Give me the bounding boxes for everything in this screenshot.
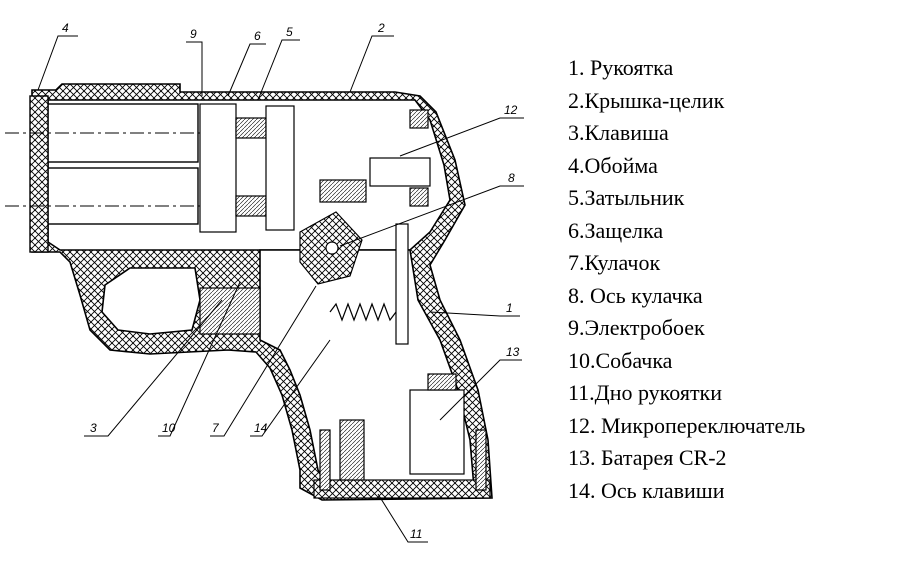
trigger-key	[199, 287, 261, 335]
battery-spring	[427, 373, 457, 391]
striker-upper	[235, 117, 267, 139]
vertical-rod	[395, 223, 409, 345]
legend-item: 6.Защелка	[568, 217, 664, 243]
parts-legend: 1. Рукоятка 2.Крышка-целик 3.Клавиша 4.О…	[568, 52, 908, 507]
legend-item: 2.Крышка-целик	[568, 87, 725, 113]
callout-12: 12	[504, 103, 518, 117]
legend-item: 14. Ось клавиши	[568, 477, 725, 503]
callout-14: 14	[254, 421, 268, 435]
callout-numbers: 4 9 6 5 2 12 8 1 13 3 10 7 14 11	[62, 21, 520, 541]
leader-9	[186, 41, 203, 96]
spring	[329, 302, 397, 322]
callout-7: 7	[212, 421, 220, 435]
clip-block	[339, 419, 365, 481]
legend-item: 8. Ось кулачка	[568, 282, 703, 308]
screw-right	[475, 429, 487, 491]
callout-5: 5	[286, 25, 293, 39]
microswitch	[369, 157, 431, 187]
callout-11: 11	[410, 527, 422, 541]
back-plate	[265, 105, 295, 231]
breech-block	[199, 103, 237, 233]
leader-10	[158, 281, 241, 437]
legend-item: 7.Кулачок	[568, 250, 661, 275]
legend-item: 4.Обойма	[568, 152, 658, 178]
callout-13: 13	[506, 345, 520, 359]
leader-6	[227, 43, 266, 97]
legend-item: 13. Батарея CR-2	[568, 445, 727, 470]
callout-4: 4	[62, 21, 69, 35]
legend-item: 11.Дно рукоятки	[568, 380, 723, 405]
lower-barrel	[47, 167, 199, 225]
leader-3	[84, 299, 223, 437]
callout-1: 1	[506, 301, 513, 315]
screw-left	[319, 429, 331, 491]
legend-item: 12. Микропереключатель	[568, 412, 806, 438]
legend-item: 5.Затыльник	[568, 185, 685, 210]
cam-axis	[325, 241, 339, 255]
handle-bottom	[313, 479, 491, 499]
callout-3: 3	[90, 421, 97, 435]
leader-4	[37, 35, 78, 91]
leader-13	[439, 359, 522, 421]
leader-8	[339, 185, 524, 247]
leader-2	[349, 35, 394, 93]
leader-lines	[37, 35, 524, 543]
callout-10: 10	[162, 421, 176, 435]
legend-item: 1. Рукоятка	[568, 55, 674, 80]
battery	[409, 389, 465, 475]
legend-item: 3.Клавиша	[568, 120, 669, 145]
barrels	[5, 95, 210, 253]
callout-6: 6	[254, 29, 261, 43]
pawl	[319, 179, 367, 203]
mechanism	[199, 103, 491, 499]
switch-contact-lower	[409, 187, 429, 207]
callout-9: 9	[190, 27, 197, 41]
striker-lower	[235, 195, 267, 217]
legend-item: 9.Электробоек	[568, 315, 705, 340]
leader-14	[250, 339, 331, 437]
leader-11	[377, 493, 428, 543]
switch-contact-upper	[409, 109, 429, 129]
leader-5	[257, 39, 300, 101]
barrel-front-wall	[29, 95, 49, 253]
leader-7	[210, 285, 317, 437]
callout-2: 2	[377, 21, 385, 35]
legend-item: 10.Собачка	[568, 347, 673, 373]
leader-1	[429, 311, 520, 317]
callout-8: 8	[508, 171, 515, 185]
trigger-guard-opening	[101, 267, 201, 335]
leader-12	[399, 117, 524, 157]
